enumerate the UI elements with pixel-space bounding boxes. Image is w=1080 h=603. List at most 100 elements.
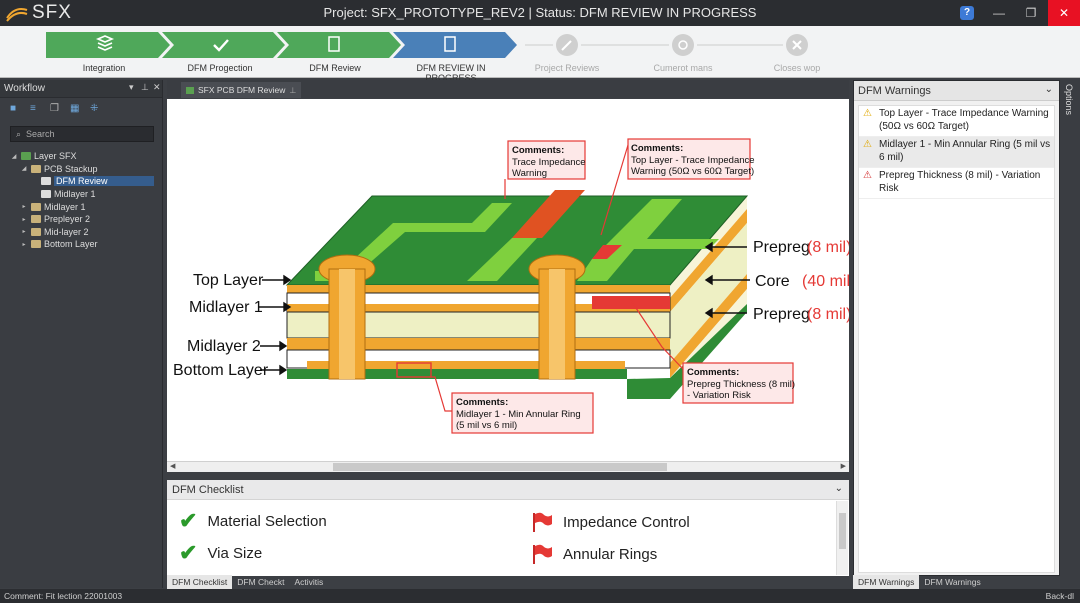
pen-icon xyxy=(561,40,572,51)
scroll-left-icon[interactable]: ◀ xyxy=(170,463,176,470)
side-prepreg-bottom xyxy=(670,274,747,378)
logo-text: SFX xyxy=(32,2,72,23)
dropdown-icon[interactable]: ▾ xyxy=(129,82,134,92)
step-label-cumerot-mans[interactable]: Cumerot mans xyxy=(653,63,713,73)
checklist-item-via-size[interactable]: ✔Via Size xyxy=(179,542,263,564)
status-right-text: Back-dl xyxy=(1045,591,1074,601)
collapse-arrow-icon[interactable]: ▸ xyxy=(22,216,26,223)
tree-item-prepleyer-2[interactable]: ▸Prepleyer 2 xyxy=(0,213,162,226)
pin-icon[interactable]: ⊥ xyxy=(289,85,297,95)
workflow-toolbar: ■ ≡ ❐ ▦ ⁜ xyxy=(0,98,162,120)
tab-dfm-checkt[interactable]: DFM Checkt xyxy=(237,577,285,587)
workflow-panel: Workflow ▾ ⊥ ✕ ■ ≡ ❐ ▦ ⁜ ⌕ Search ◢Layer… xyxy=(0,80,163,588)
checklist-item-impedance-control[interactable]: Impedance Control xyxy=(531,511,690,533)
warning-text: Prepreg Thickness (8 mil) - Variation Ri… xyxy=(879,170,1041,194)
label-prepreg-top: Prepreg xyxy=(753,239,810,256)
close-button[interactable]: ✕ xyxy=(1048,0,1080,26)
collapse-arrow-icon[interactable]: ▸ xyxy=(22,229,26,236)
tree-item-bottom-layer[interactable]: ▸Bottom Layer xyxy=(0,238,162,251)
tree-item-pcb-stackup[interactable]: ◢PCB Stackup xyxy=(0,163,162,176)
table-icon[interactable]: ▦ xyxy=(70,103,80,114)
collapse-arrow-icon[interactable]: ▸ xyxy=(22,204,26,211)
workflow-progress-bar: Integration DFM Progection DFM Review DF… xyxy=(0,26,1080,83)
tree-item-midlayer-1-folder[interactable]: ▸ Midlayer 1 xyxy=(0,200,162,213)
step-label-dfm-review[interactable]: DFM Review xyxy=(309,63,361,73)
checklist-item-label: Impedance Control xyxy=(563,513,690,531)
maximize-button[interactable]: ❐ xyxy=(1016,0,1046,26)
tree-item-dfm-review[interactable]: DFM Review xyxy=(0,175,162,188)
scroll-right-icon[interactable]: ▶ xyxy=(840,463,846,470)
options-side-tab[interactable]: Options xyxy=(1060,80,1080,588)
checklist-item-label: Via Size xyxy=(207,544,263,562)
warning-item[interactable]: ⚠ Top Layer - Trace Impedance Warning (5… xyxy=(859,106,1054,137)
close-icon: ✕ xyxy=(1058,6,1070,20)
tab-sfx-pcb-dfm-review[interactable]: SFX PCB DFM Review ⊥ xyxy=(181,82,302,98)
search-placeholder: Search xyxy=(26,129,55,139)
minimize-button[interactable]: — xyxy=(984,0,1014,26)
scroll-thumb[interactable] xyxy=(839,513,846,549)
search-icon: ⌕ xyxy=(16,128,22,139)
warning-item[interactable]: ⚠ Midlayer 1 - Min Annular Ring (5 mil v… xyxy=(859,137,1054,168)
checklist-vertical-scrollbar[interactable] xyxy=(836,501,848,575)
comment-line: Warning (50Ω vs 60Ω Target) xyxy=(631,166,754,177)
help-button[interactable]: ? xyxy=(952,0,982,26)
canvas-horizontal-scrollbar[interactable]: ◀ ▶ xyxy=(167,461,849,472)
tab-dfm-warnings-2[interactable]: DFM Warnings xyxy=(924,577,981,587)
comment-line: Top Layer - Trace Impedance xyxy=(631,155,755,166)
step-label-dfm-progection[interactable]: DFM Progection xyxy=(187,63,253,73)
step-label-closes-wop[interactable]: Closes wop xyxy=(773,63,821,73)
tab-dfm-warnings[interactable]: DFM Warnings xyxy=(853,575,920,589)
step-label-integration[interactable]: Integration xyxy=(82,63,126,73)
tree-item-label: Midlayer 1 xyxy=(44,201,86,212)
checklist-item-annular-rings[interactable]: Annular Rings xyxy=(531,543,657,565)
comment-head: Comments: xyxy=(687,367,739,378)
logo-icon xyxy=(6,8,28,22)
tab-activitis[interactable]: Activitis xyxy=(294,577,324,587)
document-icon xyxy=(41,177,51,186)
close-icon xyxy=(792,40,802,50)
comment-trace-impedance[interactable]: Comments: Trace Impedance Warning xyxy=(504,140,586,199)
folder-icon xyxy=(31,215,41,224)
checklist-item-material-selection[interactable]: ✔Material Selection xyxy=(179,508,327,533)
expand-arrow-icon[interactable]: ◢ xyxy=(11,153,17,160)
comment-top-layer-impedance[interactable]: Comments: Top Layer - Trace Impedance Wa… xyxy=(600,138,755,236)
front-bottom-green xyxy=(287,369,627,379)
new-icon[interactable]: ■ xyxy=(10,103,17,114)
list-icon[interactable]: ≡ xyxy=(30,103,36,114)
hierarchy-icon[interactable]: ⁜ xyxy=(90,103,99,114)
chevron-down-icon[interactable]: ⌄ xyxy=(834,483,843,494)
scroll-thumb[interactable] xyxy=(333,463,667,471)
collapse-arrow-icon[interactable]: ▸ xyxy=(22,241,26,248)
expand-arrow-icon[interactable]: ◢ xyxy=(21,166,27,173)
label-prepreg-bottom-value: (8 mil) xyxy=(807,306,849,323)
warning-item[interactable]: ⚠ Prepreg Thickness (8 mil) - Variation … xyxy=(859,168,1054,199)
copy-icon[interactable]: ❐ xyxy=(50,103,59,114)
search-input[interactable]: ⌕ Search xyxy=(10,126,154,142)
check-icon: ✔ xyxy=(179,508,198,533)
app-logo: SFX xyxy=(6,2,72,24)
tree-item-label: Mid-layer 2 xyxy=(44,226,89,237)
step-label-project-reviews[interactable]: Project Reviews xyxy=(534,63,600,73)
pin-icon[interactable]: ⊥ xyxy=(141,82,149,92)
layer-icon xyxy=(186,86,194,94)
document-icon xyxy=(41,190,51,199)
status-text: Comment: Fit lection 22001003 xyxy=(4,591,123,601)
comment-prepreg-thickness[interactable]: Comments: Prepreg Thickness (8 mil) - Va… xyxy=(629,298,795,404)
folder-icon xyxy=(31,227,41,236)
help-icon: ? xyxy=(960,6,974,20)
side-prepreg-top xyxy=(670,209,747,312)
comment-annular-ring[interactable]: Comments: Midlayer 1 - Min Annular Ring … xyxy=(429,376,594,434)
close-icon[interactable]: ✕ xyxy=(153,82,161,92)
warning-text: Midlayer 1 - Min Annular Ring (5 mil vs … xyxy=(879,139,1051,163)
title-bar: SFX Project: SFX_PROTOTYPE_REV2 | Status… xyxy=(0,0,1080,26)
right-label-arrows xyxy=(704,241,750,319)
warnings-title: DFM Warnings xyxy=(858,85,931,97)
side-green-base xyxy=(627,304,747,399)
step-label-in-progress[interactable]: DFM REVIEW IN PROGRESS xyxy=(416,63,486,83)
tree-item-mid-layer-2[interactable]: ▸ Mid-layer 2 xyxy=(0,226,162,239)
chevron-down-icon[interactable]: ⌄ xyxy=(1044,84,1053,95)
tree-item-layer-sfx[interactable]: ◢Layer SFX xyxy=(0,150,162,163)
tree-item-midlayer-1[interactable]: Midlayer 1 xyxy=(0,188,162,201)
stackup-canvas[interactable]: Top Layer Midlayer 1 Midlayer 2 Bottom L… xyxy=(167,99,855,461)
tab-dfm-checklist[interactable]: DFM Checklist xyxy=(167,575,233,589)
